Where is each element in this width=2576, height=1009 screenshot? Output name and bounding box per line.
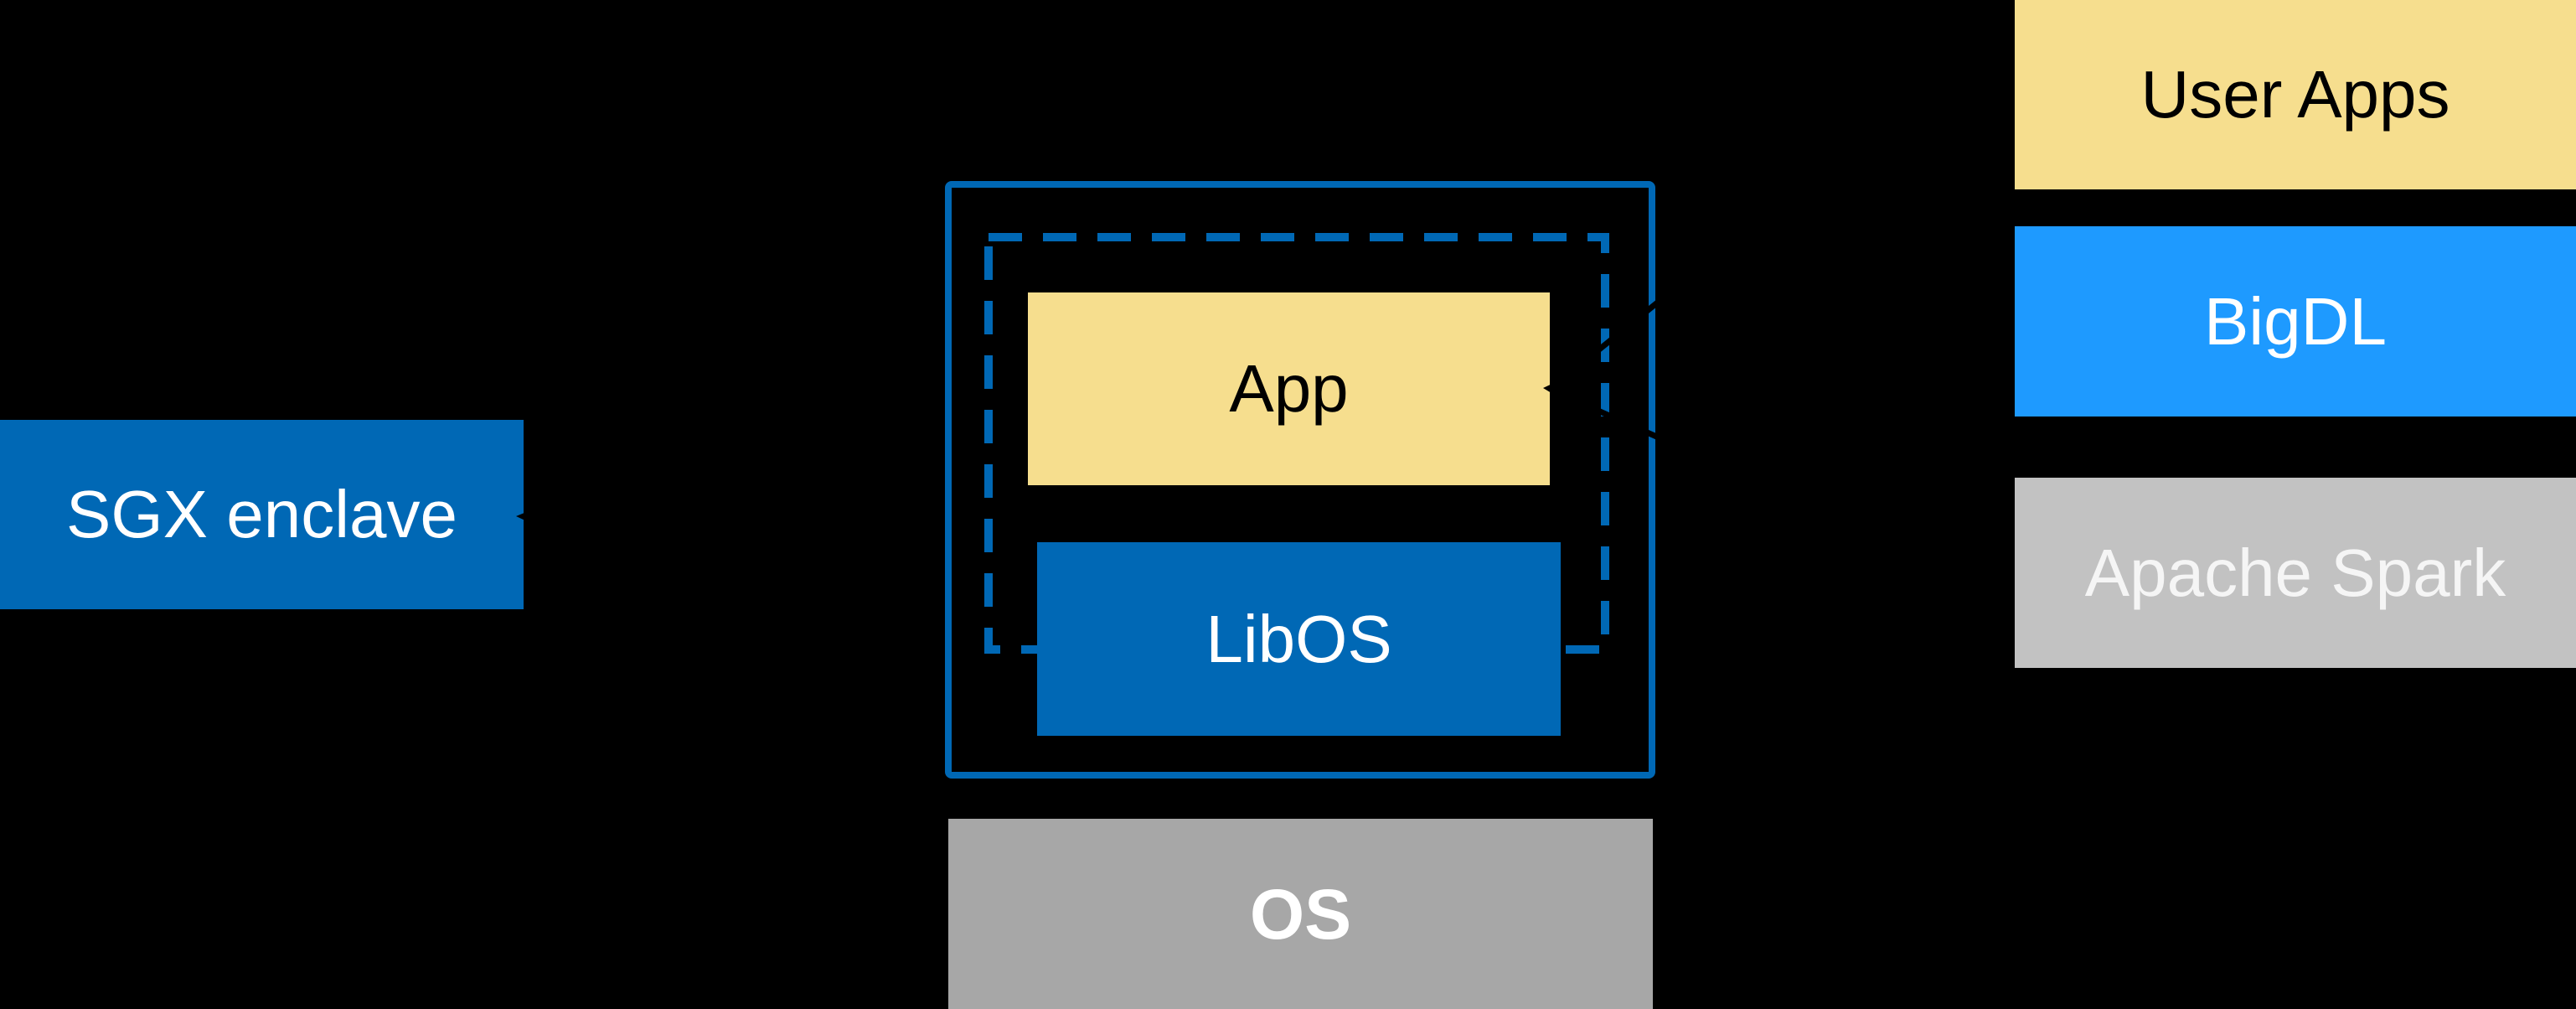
user-apps-label: User Apps bbox=[2140, 57, 2450, 132]
libos-box: LibOS bbox=[1037, 542, 1561, 736]
apache-spark-label: Apache Spark bbox=[2084, 535, 2506, 610]
libos-label: LibOS bbox=[1205, 601, 1392, 676]
sgx-enclave-label: SGX enclave bbox=[66, 477, 457, 551]
app-label: App bbox=[1229, 351, 1349, 426]
os-box: OS bbox=[948, 819, 1653, 1009]
sgx-enclave-box: SGX enclave bbox=[0, 420, 524, 609]
bigdl-label: BigDL bbox=[2204, 283, 2387, 359]
os-label: OS bbox=[1249, 874, 1352, 954]
apache-spark-box: Apache Spark bbox=[2015, 478, 2576, 668]
app-box: App bbox=[1028, 292, 1550, 485]
arrow-to-sgx-enclave-icon bbox=[516, 452, 922, 527]
bigdl-box: BigDL bbox=[2015, 226, 2576, 417]
user-apps-box: User Apps bbox=[2015, 0, 2576, 189]
